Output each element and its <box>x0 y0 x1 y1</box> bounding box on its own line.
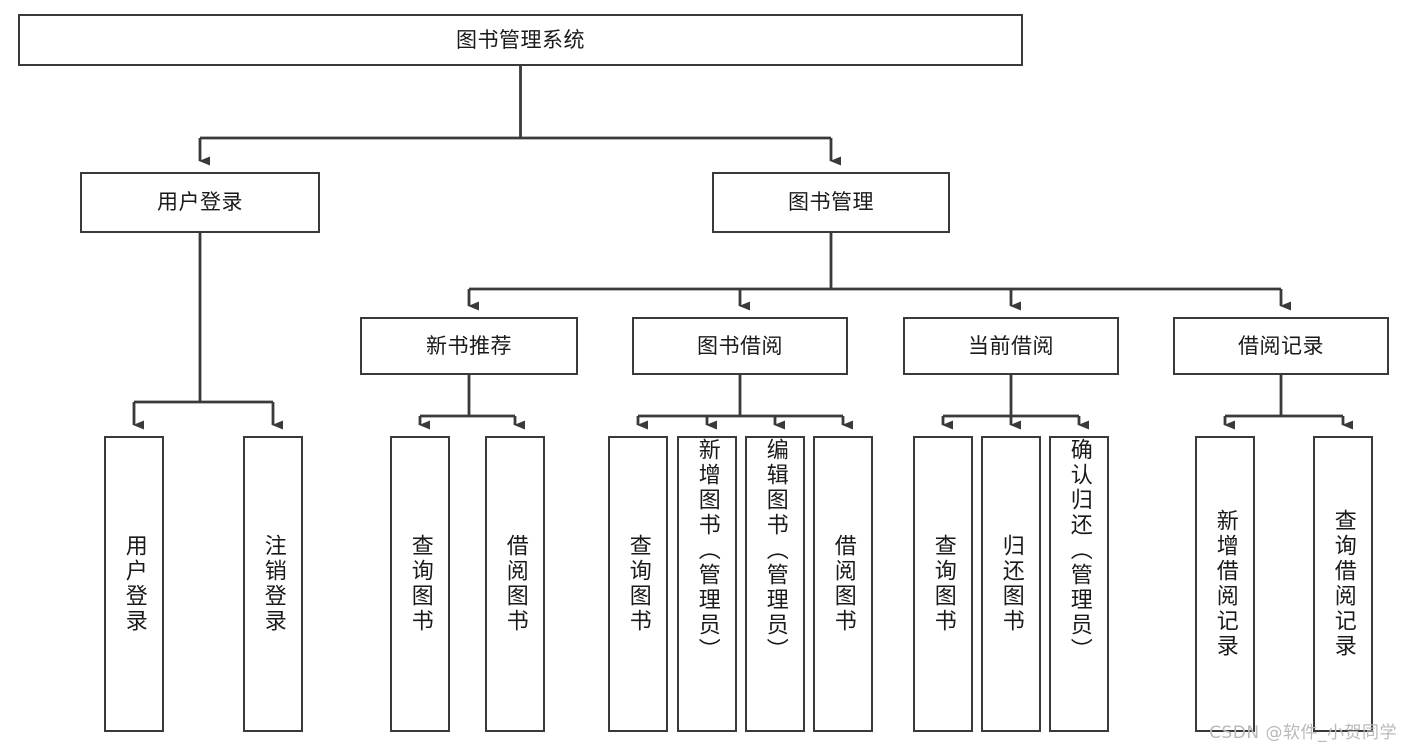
node-label: 当前借阅 <box>968 333 1054 358</box>
node-leaf-logout[interactable]: 注销登录 <box>243 436 303 732</box>
node-label: 图书管理系统 <box>456 27 585 52</box>
node-label: 图书借阅 <box>697 333 783 358</box>
node-leaf-query-record[interactable]: 查询借阅记录 <box>1313 436 1373 732</box>
node-leaf-add-book[interactable]: 新增图书（管理员） <box>677 436 737 732</box>
node-label: 查询图书 <box>407 534 433 634</box>
node-leaf-return-book[interactable]: 归还图书 <box>981 436 1041 732</box>
node-book-borrow[interactable]: 图书借阅 <box>632 317 848 375</box>
node-label: 借阅图书 <box>502 534 528 634</box>
node-leaf-query-book-2[interactable]: 查询图书 <box>608 436 668 732</box>
node-label: 新增借阅记录 <box>1212 509 1238 659</box>
node-leaf-edit-book[interactable]: 编辑图书（管理员） <box>745 436 805 732</box>
node-label: 注销登录 <box>260 534 286 634</box>
node-label: 查询图书 <box>930 534 956 634</box>
node-leaf-add-record[interactable]: 新增借阅记录 <box>1195 436 1255 732</box>
node-label: 查询图书 <box>625 534 651 634</box>
node-leaf-borrow-book-1[interactable]: 借阅图书 <box>485 436 545 732</box>
csdn-watermark: CSDN @软件_小贺同学 <box>1209 723 1397 743</box>
node-label: 新书推荐 <box>426 333 512 358</box>
node-label: 用户登录 <box>121 534 147 634</box>
node-label: 归还图书 <box>998 534 1024 634</box>
node-label: 图书管理 <box>788 190 874 215</box>
node-leaf-confirm-return[interactable]: 确认归还（管理员） <box>1049 436 1109 732</box>
node-leaf-query-book-3[interactable]: 查询图书 <box>913 436 973 732</box>
node-label: 确认归还（管理员） <box>1066 438 1092 663</box>
node-label: 新增图书（管理员） <box>694 438 720 663</box>
node-leaf-borrow-book-2[interactable]: 借阅图书 <box>813 436 873 732</box>
node-book-manage[interactable]: 图书管理 <box>712 172 950 233</box>
node-label: 用户登录 <box>157 190 243 215</box>
node-borrow-record[interactable]: 借阅记录 <box>1173 317 1389 375</box>
node-user-login[interactable]: 用户登录 <box>80 172 320 233</box>
node-current-borrow[interactable]: 当前借阅 <box>903 317 1119 375</box>
node-label: 借阅记录 <box>1238 333 1324 358</box>
node-label: 编辑图书（管理员） <box>762 438 788 663</box>
node-leaf-user-login[interactable]: 用户登录 <box>104 436 164 732</box>
node-label: 查询借阅记录 <box>1330 509 1356 659</box>
node-new-book-rec[interactable]: 新书推荐 <box>360 317 578 375</box>
node-label: 借阅图书 <box>830 534 856 634</box>
node-root[interactable]: 图书管理系统 <box>18 14 1023 66</box>
node-leaf-query-book-1[interactable]: 查询图书 <box>390 436 450 732</box>
